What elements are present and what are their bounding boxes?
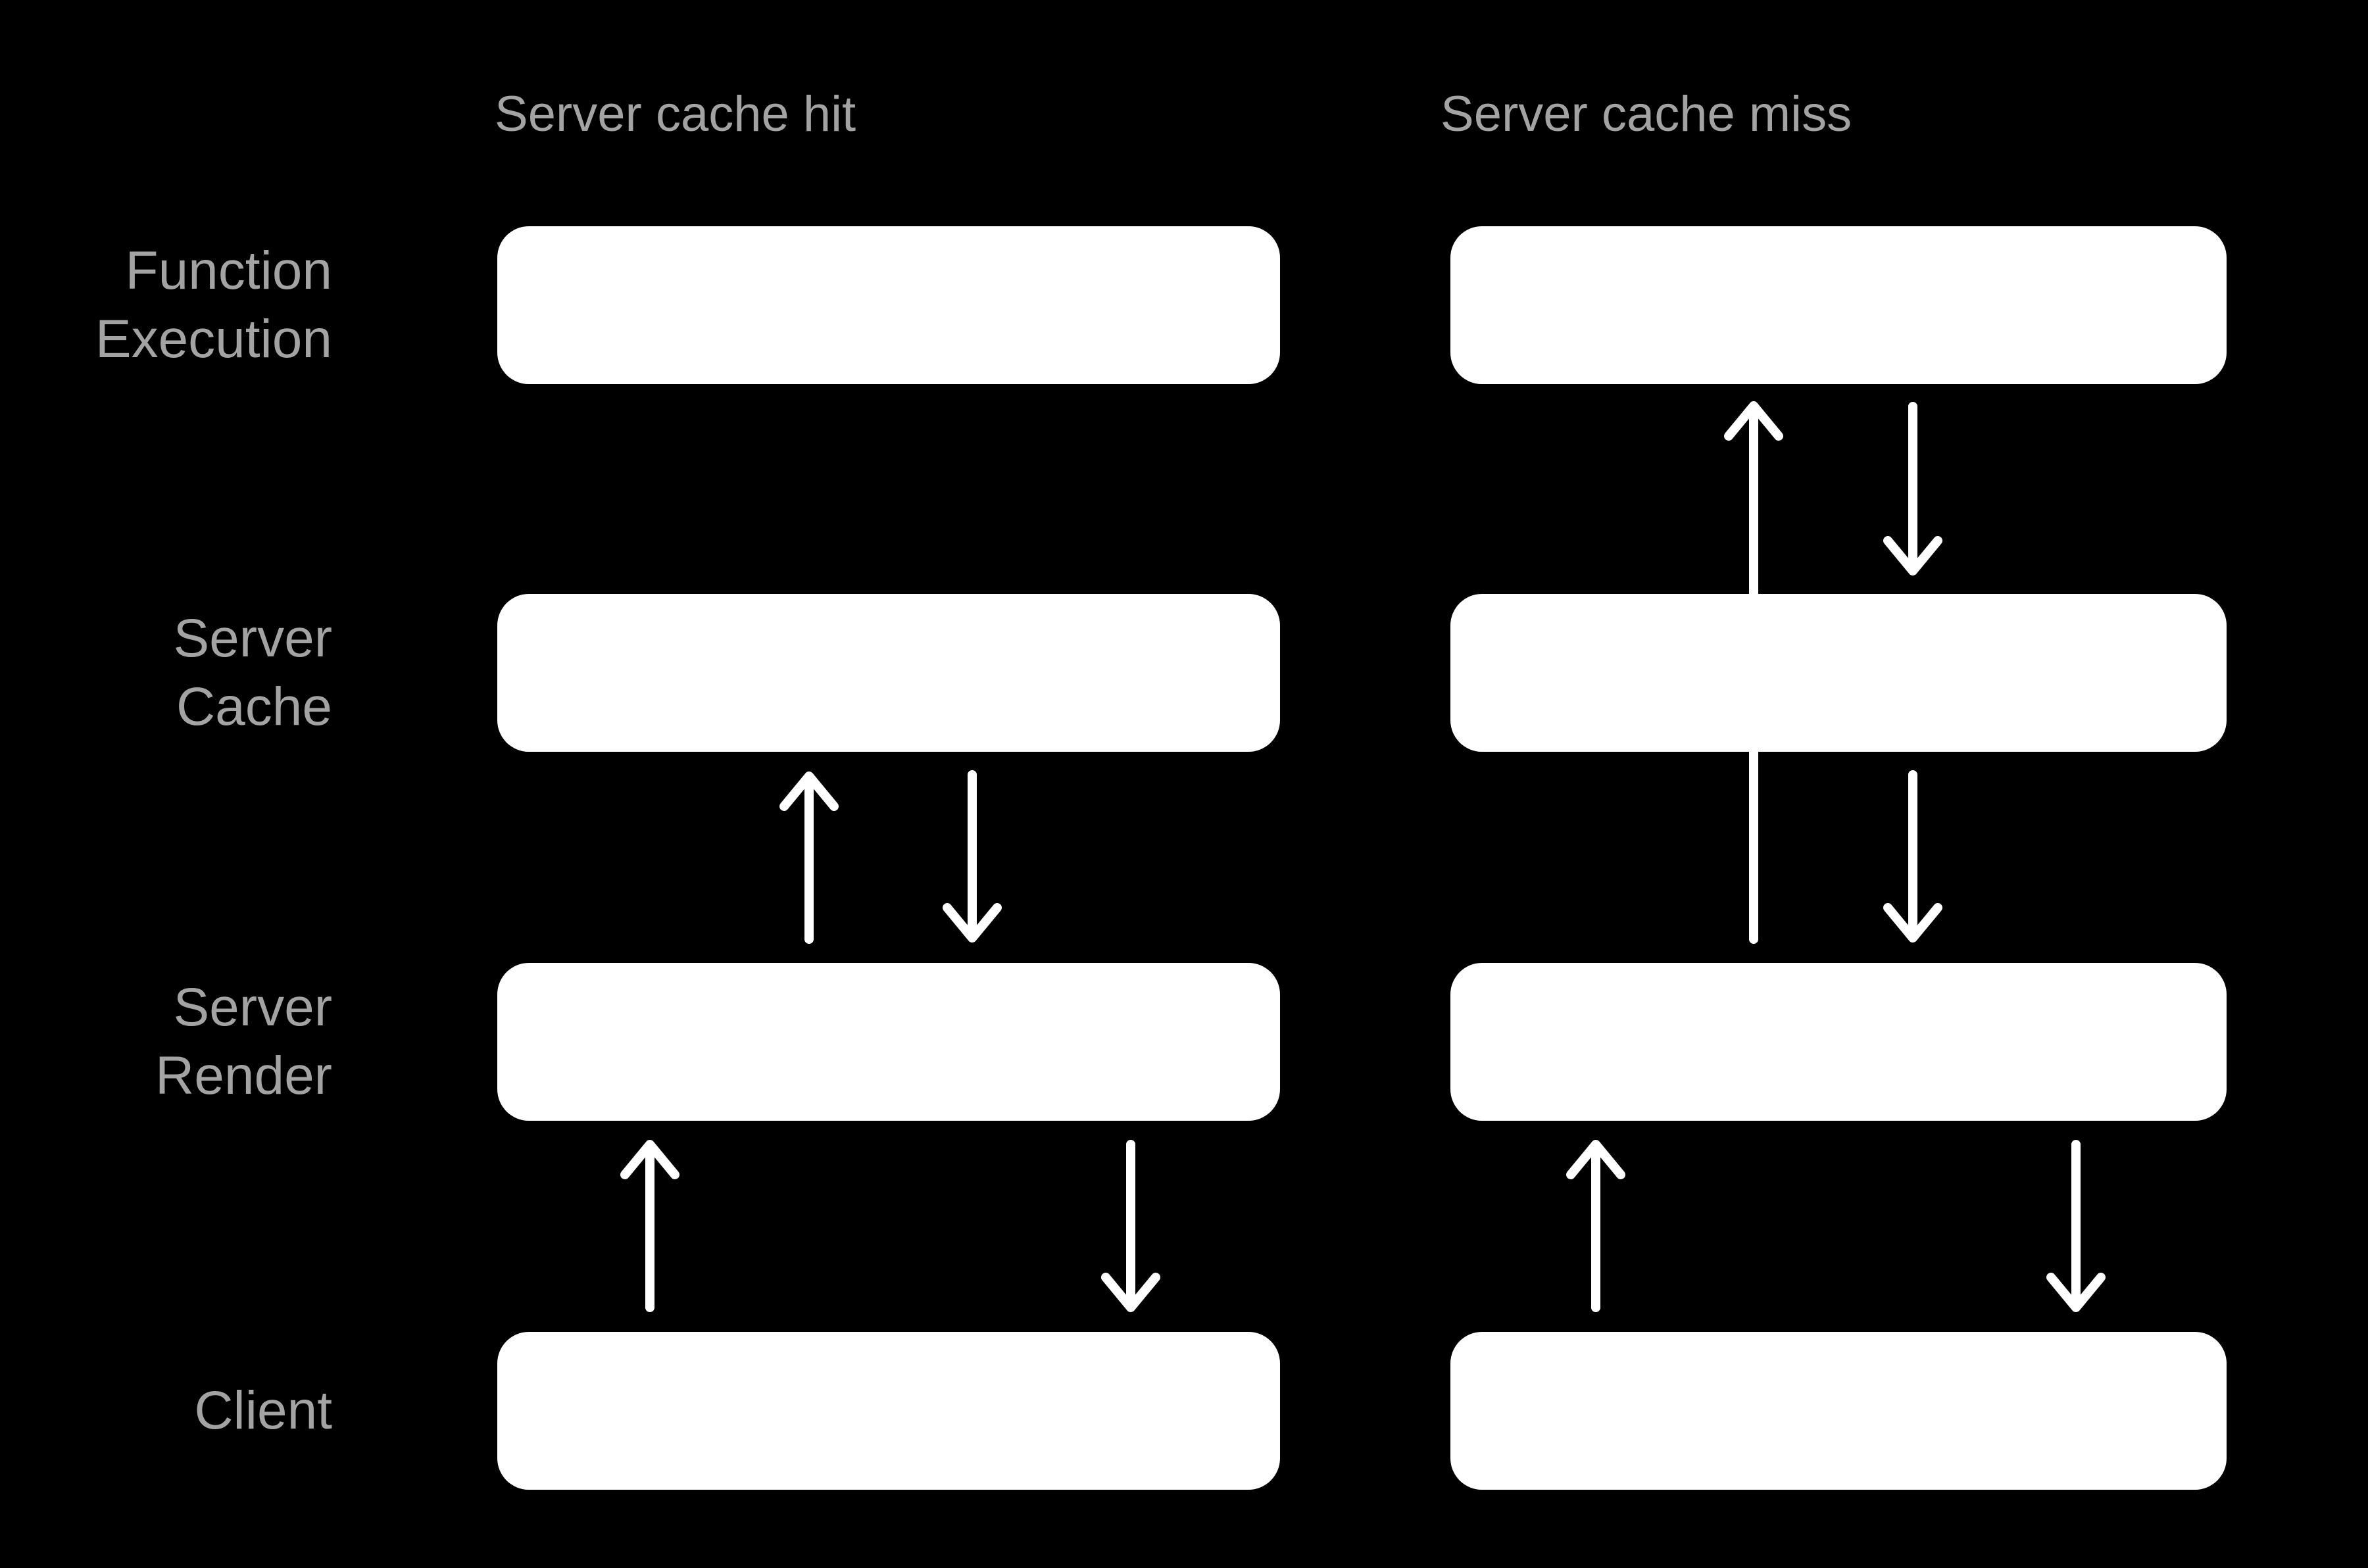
row-label-server-render: Server Render (155, 977, 332, 1106)
box-miss-client (1450, 1332, 2227, 1490)
arrow-down-icon-miss-render-to-client (2046, 1140, 2106, 1312)
arrow-down-icon-hit-cache-to-render (943, 770, 1002, 943)
box-miss-server-render (1450, 963, 2227, 1121)
arrow-up-icon-hit-render-to-cache (779, 772, 839, 944)
row-label-function-execution: Function Execution (95, 241, 332, 369)
row-label-server-cache: Server Cache (173, 608, 332, 737)
column-header-server-cache-hit: Server cache hit (495, 86, 856, 142)
arrow-up-icon-miss-client-to-render (1566, 1140, 1625, 1312)
box-hit-client (497, 1332, 1280, 1490)
column-header-server-cache-miss: Server cache miss (1441, 86, 1852, 142)
box-hit-server-render (497, 963, 1280, 1121)
arrow-down-icon-miss-function-to-cache (1883, 402, 1942, 576)
box-miss-server-cache (1450, 594, 2227, 752)
arrow-down-icon-miss-cache-to-render (1883, 770, 1942, 943)
box-hit-server-cache (497, 594, 1280, 752)
arrow-up-icon-hit-client-to-render (620, 1140, 679, 1312)
row-label-client: Client (194, 1381, 332, 1440)
box-hit-function-execution (497, 226, 1280, 384)
arrow-down-icon-hit-render-to-client (1101, 1140, 1160, 1312)
box-miss-function-execution (1450, 226, 2227, 384)
